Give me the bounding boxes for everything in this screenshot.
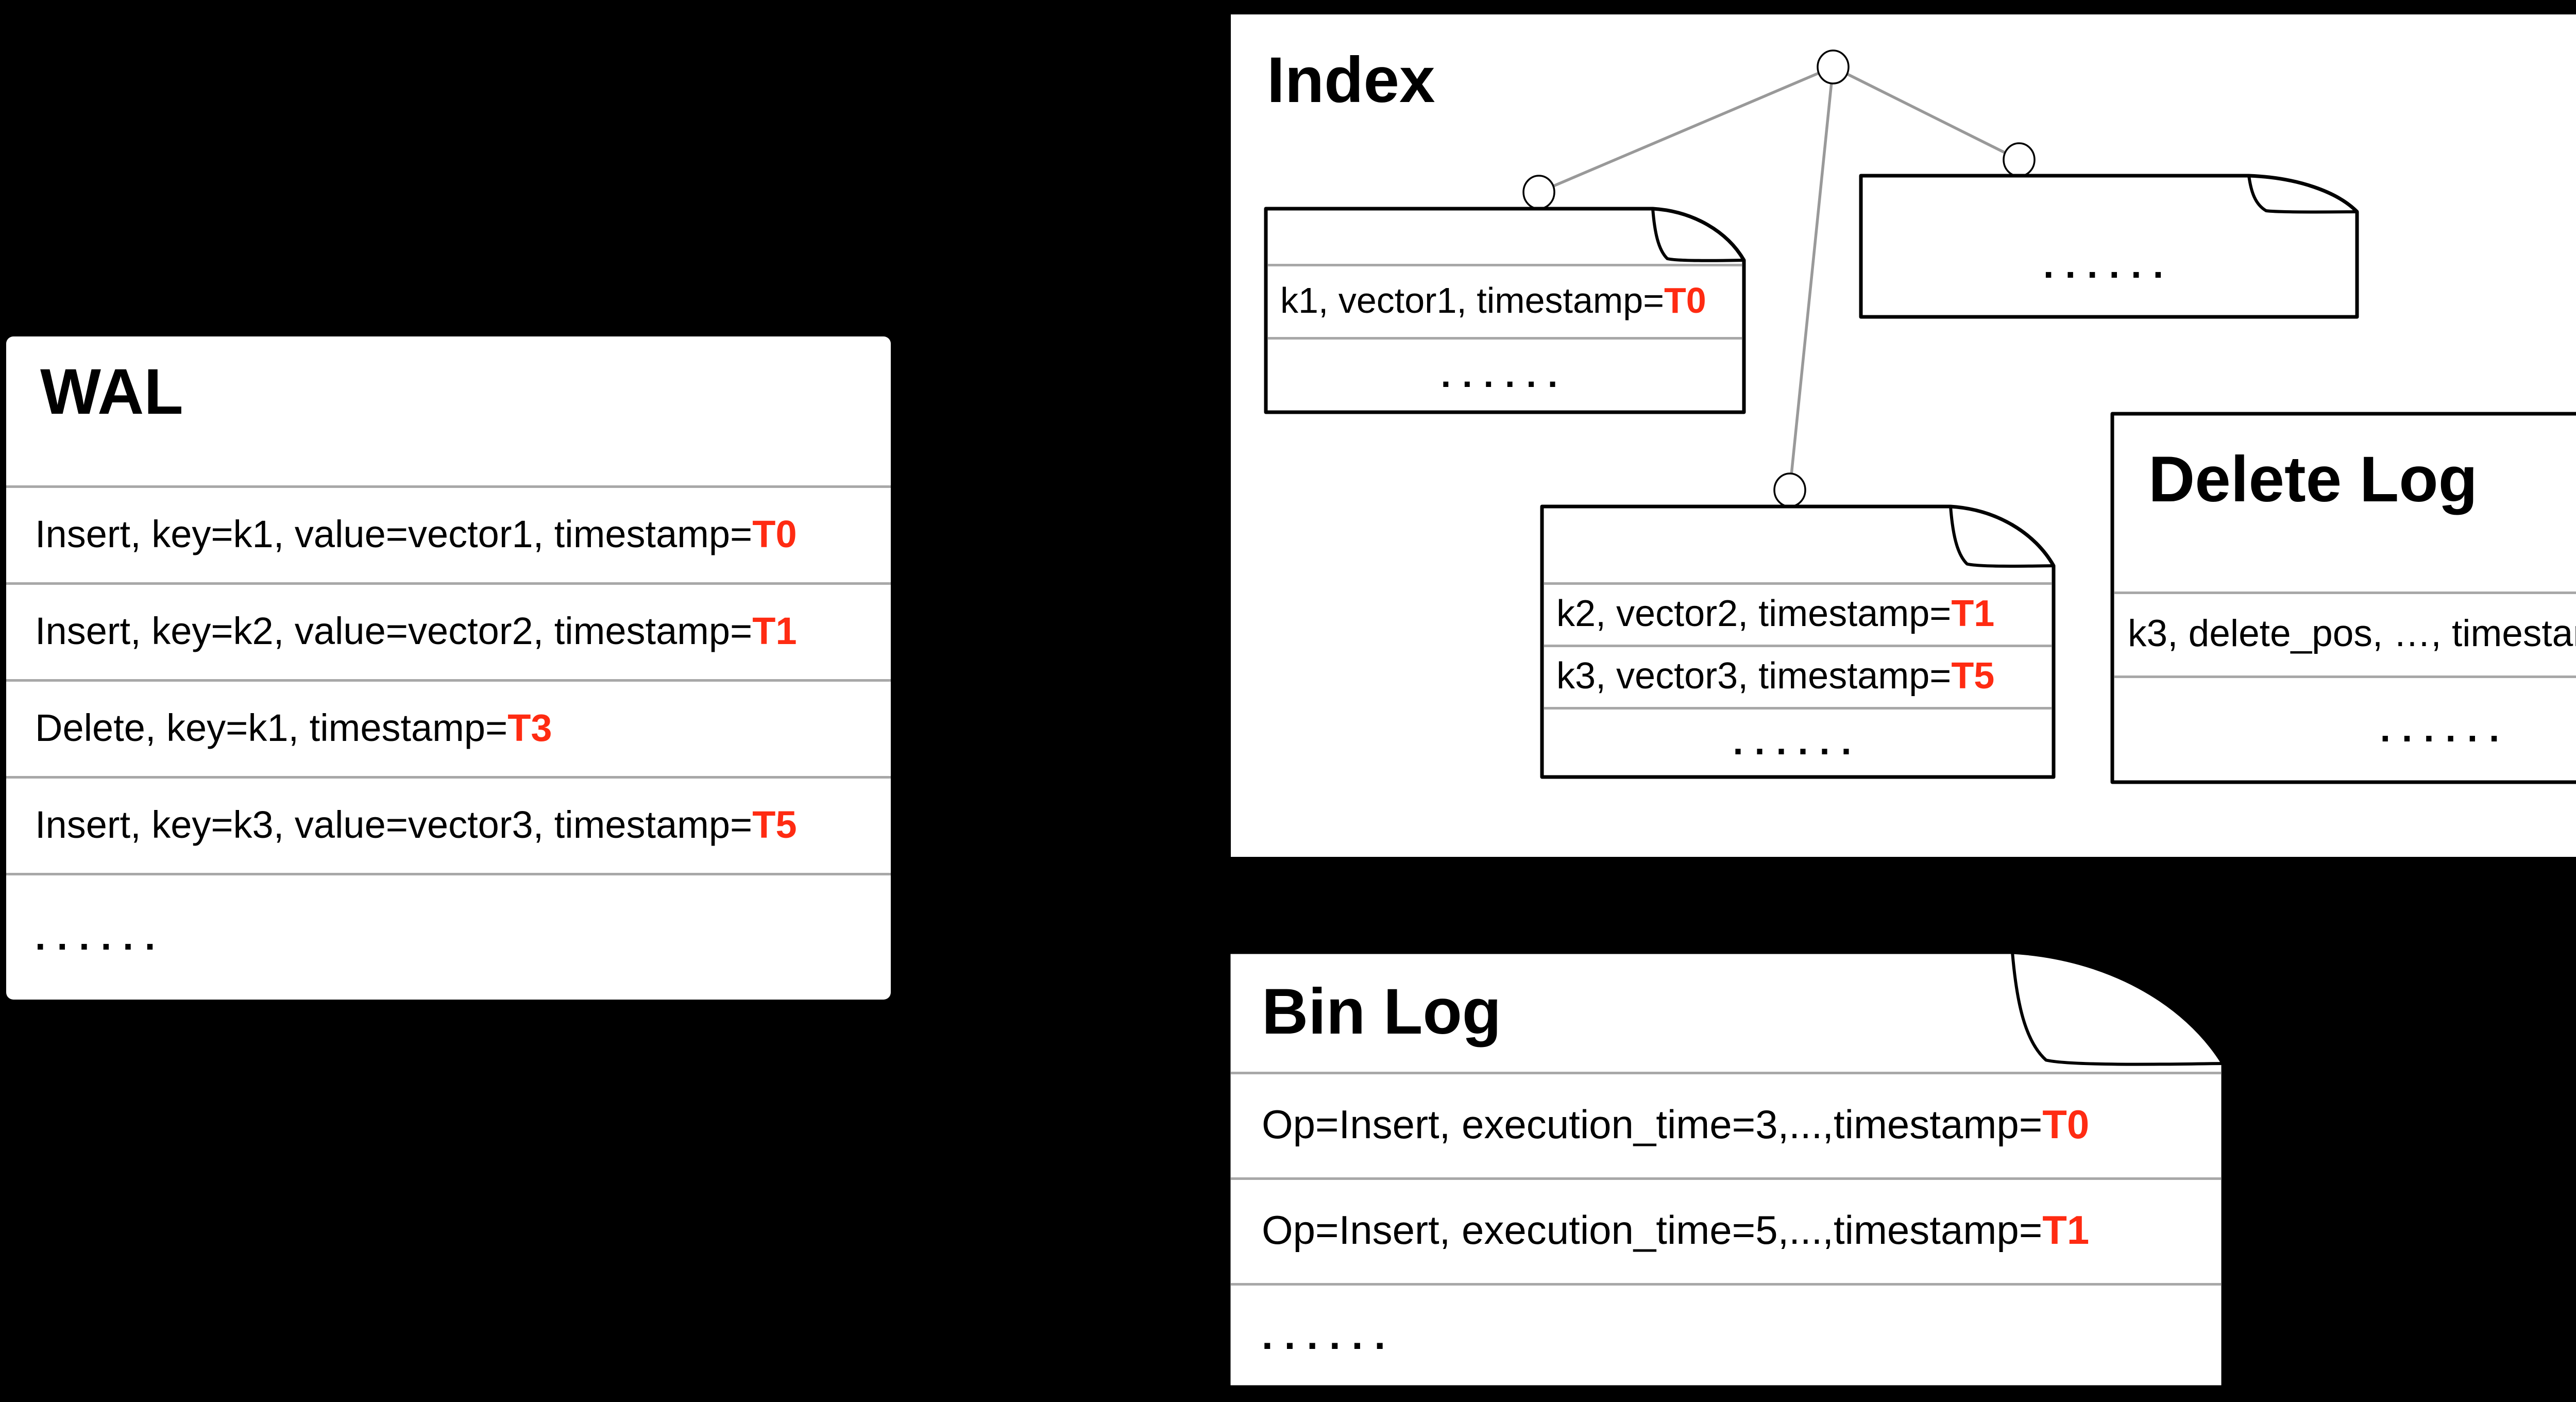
- wal-row-text: Insert, key=k3, value=vector3, timestamp…: [35, 803, 753, 846]
- separator: [6, 485, 891, 488]
- index-segment-file-1: k1, vector1, timestamp=T0 ......: [1264, 207, 1746, 414]
- bin-log-row-more: ......: [1229, 1283, 2223, 1387]
- timestamp-value: T1: [752, 609, 797, 652]
- document-shape: [1264, 207, 1746, 414]
- folded-corner-icon: [1651, 207, 1745, 262]
- bin-log-row: Op=Insert, execution_time=5,...,timestam…: [1229, 1177, 2223, 1283]
- tree-edge: [1538, 65, 1834, 194]
- timestamp-value: T0: [2042, 1102, 2090, 1147]
- tree-edge: [1788, 66, 1835, 491]
- segment-row-text: k1, vector1, timestamp=: [1280, 280, 1665, 320]
- ellipsis-text: ......: [2043, 243, 2175, 286]
- index-title: Index: [1267, 44, 1435, 116]
- timestamp-value: T1: [2042, 1207, 2090, 1253]
- folded-corner-icon: [2011, 951, 2225, 1066]
- bin-log-header: Bin Log: [1229, 952, 2223, 1072]
- bin-log-row: Op=Insert, execution_time=3,...,timestam…: [1229, 1072, 2223, 1177]
- index-segment-file-3: k2, vector2, timestamp=T1 k3, vector3, t…: [1540, 504, 2056, 779]
- bin-log-row-text: Op=Insert, execution_time=5,...,timestam…: [1262, 1207, 2043, 1253]
- segment-row-text: k2, vector2, timestamp=: [1556, 593, 1952, 634]
- bin-log-title: Bin Log: [1262, 976, 1502, 1048]
- index-segment-file-2: ......: [1859, 174, 2359, 319]
- tree-edge: [1832, 65, 2020, 161]
- separator: [1231, 1283, 2221, 1286]
- timestamp-value: T5: [752, 803, 797, 846]
- separator: [1268, 337, 1742, 340]
- wal-row-more: ......: [6, 873, 891, 1000]
- wal-row-text: Delete, key=k1, timestamp=: [35, 706, 508, 749]
- wal-row: Insert, key=k3, value=vector3, timestamp…: [6, 776, 891, 873]
- document-outline: [1227, 950, 2225, 1389]
- separator: [6, 679, 891, 682]
- ellipsis-text: ......: [1733, 721, 1863, 763]
- folded-corner-icon: [1949, 505, 2055, 568]
- separator: [1268, 264, 1742, 266]
- document-shape: [1859, 174, 2359, 319]
- segment-row-more: ......: [1542, 707, 2054, 777]
- bin-log-row-text: Op=Insert, execution_time=3,...,timestam…: [1262, 1102, 2043, 1147]
- tree-node-right: [2003, 142, 2036, 177]
- wal-row-text: Insert, key=k1, value=vector1, timestamp…: [35, 512, 753, 555]
- delete-log-header: Delete Log: [2112, 414, 2576, 592]
- segment-row: k1, vector1, timestamp=T0: [1266, 264, 1744, 337]
- tree-node-middle: [1773, 472, 1806, 508]
- document-shape: [1227, 950, 2225, 1389]
- ellipsis-text: ......: [35, 915, 167, 958]
- timestamp-value: T3: [507, 706, 552, 749]
- separator: [1544, 707, 2052, 710]
- delete-log-document: Delete Log k3, delete_pos, …, timestamp=…: [2110, 412, 2576, 784]
- document-outline: [2110, 412, 2576, 784]
- ellipsis-text: ......: [1440, 354, 1569, 395]
- segment-row: k2, vector2, timestamp=T1: [1542, 582, 2054, 645]
- delete-log-row-text: k3, delete_pos, …, timestamp=: [2128, 613, 2576, 654]
- separator: [1544, 645, 2052, 647]
- segment-row-more: ......: [1861, 212, 2357, 317]
- wal-row: Insert, key=k2, value=vector2, timestamp…: [6, 582, 891, 679]
- segment-row-text: k3, vector3, timestamp=: [1556, 655, 1952, 697]
- wal-panel: WAL Insert, key=k1, value=vector1, times…: [6, 336, 891, 1000]
- wal-row: Insert, key=k1, value=vector1, timestamp…: [6, 485, 891, 582]
- tree-node-root: [1817, 49, 1850, 85]
- ellipsis-text: ......: [2380, 708, 2511, 750]
- tree-node-left: [1522, 175, 1555, 210]
- timestamp-value: T1: [1951, 593, 1995, 634]
- separator: [2114, 592, 2576, 594]
- separator: [1544, 582, 2052, 585]
- wal-row-text: Insert, key=k2, value=vector2, timestamp…: [35, 609, 753, 652]
- timestamp-value: T5: [1951, 655, 1995, 697]
- wal-row: Delete, key=k1, timestamp=T3: [6, 679, 891, 776]
- separator: [6, 582, 891, 585]
- index-panel: Index k1, vector1, timestamp=T0 ......: [1231, 14, 2576, 857]
- bin-log-document: Bin Log Op=Insert, execution_time=3,...,…: [1227, 950, 2225, 1389]
- document-shape: [2110, 412, 2576, 784]
- folded-corner-icon: [2247, 174, 2359, 214]
- delete-log-title: Delete Log: [2148, 444, 2478, 515]
- delete-log-row-more: ......: [2112, 675, 2576, 782]
- ellipsis-text: ......: [1262, 1312, 1397, 1358]
- segment-row: k3, vector3, timestamp=T5: [1542, 645, 2054, 707]
- separator: [6, 873, 891, 875]
- timestamp-value: T0: [1664, 280, 1706, 320]
- timestamp-value: T0: [752, 512, 797, 555]
- separator: [1231, 1072, 2221, 1074]
- separator: [6, 776, 891, 779]
- delete-log-row: k3, delete_pos, …, timestamp=T3: [2112, 592, 2576, 675]
- wal-title: WAL: [40, 356, 183, 428]
- separator: [1231, 1177, 2221, 1180]
- separator: [2114, 675, 2576, 678]
- segment-row-more: ......: [1266, 337, 1744, 412]
